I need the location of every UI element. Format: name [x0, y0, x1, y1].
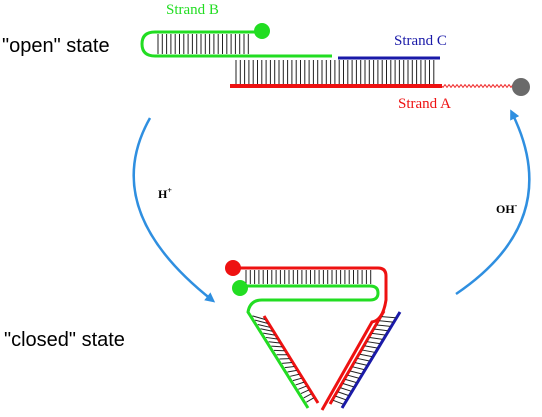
strand-c-closed — [340, 311, 402, 409]
strand-b-closed — [246, 284, 380, 409]
base-pair — [271, 345, 283, 348]
base-pair — [350, 370, 362, 375]
base-pair — [340, 387, 352, 392]
strand-a-label: Strand A — [398, 96, 451, 112]
base-pair — [300, 389, 310, 395]
base-pair — [347, 374, 360, 379]
base-pair — [268, 341, 280, 344]
acid-arrow — [132, 117, 216, 303]
base-pair — [284, 365, 295, 369]
base-pair — [298, 385, 307, 390]
closed-base-pairs — [245, 270, 396, 405]
base-pair — [265, 336, 278, 340]
base-pair — [357, 357, 370, 362]
base-pair — [369, 337, 383, 340]
base-pair — [263, 332, 275, 336]
base-pair — [290, 373, 300, 377]
base-pair — [292, 377, 302, 382]
base-pair — [342, 383, 354, 388]
base-pair — [354, 362, 367, 366]
strand-a-closed-left — [262, 315, 320, 404]
base-pair — [260, 328, 273, 332]
quencher-grey — [512, 78, 530, 96]
base-pair — [252, 315, 266, 320]
base-pair — [374, 328, 388, 332]
strand-b-label: Strand B — [166, 2, 219, 18]
fluorophore-green — [254, 23, 270, 39]
fluorophore-red — [225, 260, 241, 276]
base-arrow — [455, 109, 531, 296]
base-pair — [376, 324, 391, 327]
base-pair — [379, 320, 393, 323]
base-pair — [359, 353, 373, 358]
base-pair — [282, 362, 292, 364]
strand-a-closed-top — [238, 266, 388, 411]
base-pair — [371, 332, 386, 336]
base-pair — [367, 341, 380, 345]
open-state-label: "open" state — [2, 35, 110, 57]
base-pair — [352, 366, 365, 371]
hairpin-base-pairs — [157, 34, 249, 54]
base-pair — [303, 393, 312, 399]
acid-label: H+ — [158, 186, 172, 201]
base-label: OH- — [496, 201, 518, 216]
base-pair — [335, 395, 347, 401]
base-pair — [287, 369, 297, 373]
linker — [441, 84, 515, 88]
base-pair — [364, 345, 378, 349]
strand-a-closed-right — [328, 310, 386, 405]
base-pair — [254, 319, 268, 324]
strand-b-open — [140, 30, 332, 58]
fluorophore-green-closed — [232, 280, 248, 296]
base-pair — [306, 397, 315, 403]
base-pair — [337, 391, 349, 396]
base-pair — [257, 323, 271, 328]
closed-state-label: "closed" state — [4, 329, 125, 351]
base-pair — [381, 316, 396, 319]
base-pair — [362, 349, 375, 353]
base-pair — [345, 378, 357, 384]
strand-c-label: Strand C — [394, 33, 447, 49]
duplex-base-pairs — [235, 60, 435, 84]
base-pair — [295, 381, 305, 386]
base-pair — [332, 399, 344, 405]
